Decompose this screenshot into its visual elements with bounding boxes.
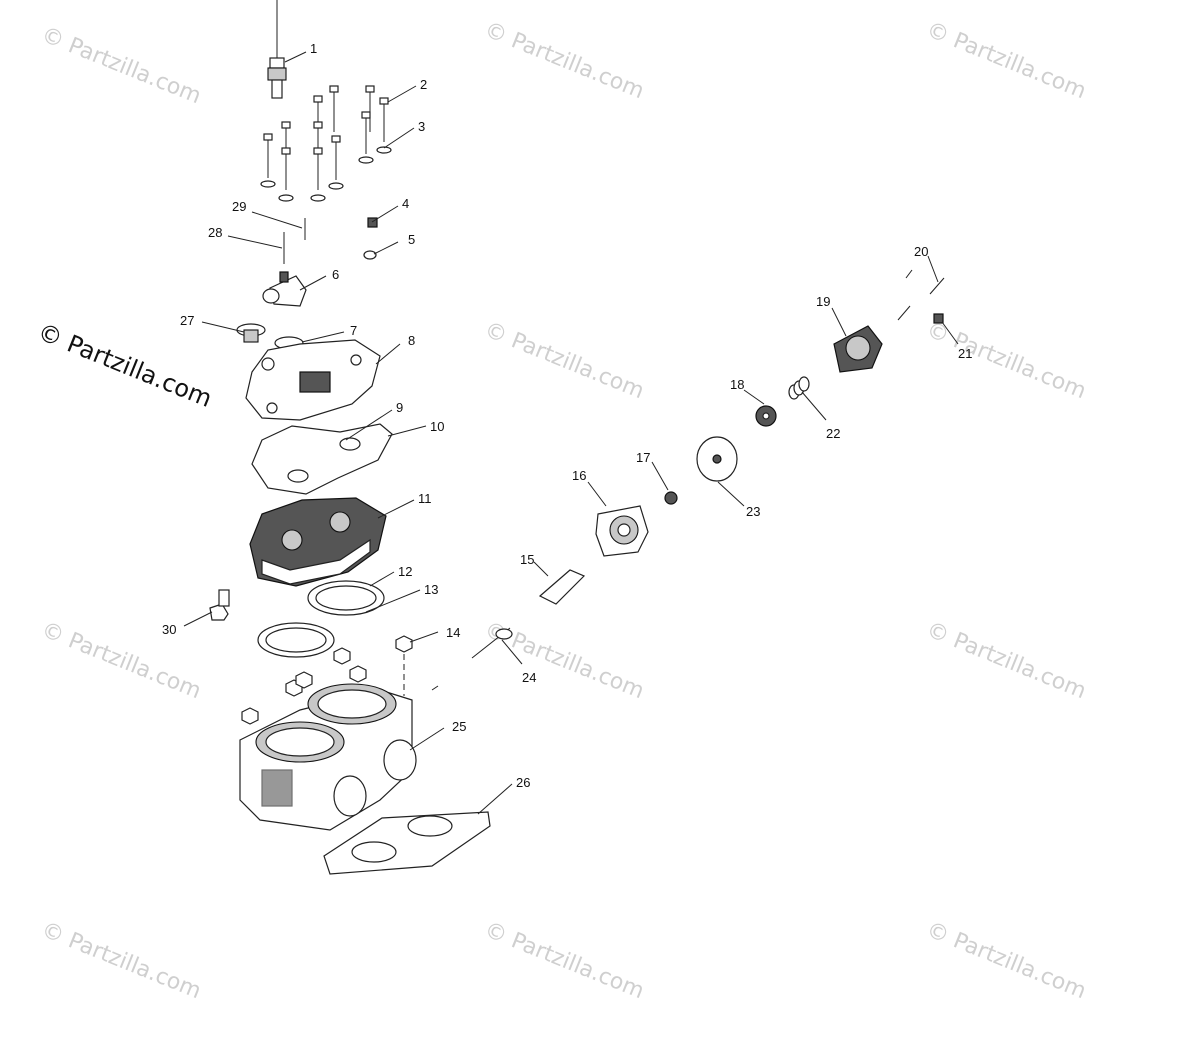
part-14-nuts [241,635,439,725]
callout-21: 21 [958,346,972,361]
watermark: © Partzilla.com [923,17,1090,104]
callout-5: 5 [408,232,415,247]
part-11-cylinder-head [249,497,387,587]
callout-30: 30 [162,622,176,637]
part-27-thermostat [236,323,266,343]
callout-16: 16 [572,468,586,483]
callout-6: 6 [332,267,339,282]
watermark-layer: © Partzilla.com © Partzilla.com © Partzi… [38,17,1090,1004]
callout-23: 23 [746,504,760,519]
callout-27: 27 [180,313,194,328]
brand-mark: © Partzilla.com [34,318,216,413]
part-15-gasket [538,569,586,605]
callout-9: 9 [396,400,403,415]
part-16-pump-body [595,505,649,557]
callout-17: 17 [636,450,650,465]
watermark: © Partzilla.com [923,617,1090,704]
watermark: © Partzilla.com [481,17,648,104]
parts-left-column [209,0,491,875]
part-12-head-gasket-inner [315,585,377,611]
part-9-10-gasket [251,423,393,495]
part-8-head-cover [245,339,381,421]
callout-18: 18 [730,377,744,392]
callout-14: 14 [446,625,460,640]
callout-15: 15 [520,552,534,567]
part-17-washer [664,491,678,505]
part-1-sensor [267,0,287,99]
parts-right-assembly [471,269,945,659]
part-5-nut [363,250,377,260]
part-2-bolts [263,85,389,190]
part-18-plate [755,405,777,427]
callout-24: 24 [522,670,536,685]
callout-29: 29 [232,199,246,214]
part-26-base-gasket [323,811,491,875]
callout-26: 26 [516,775,530,790]
watermark: © Partzilla.com [923,917,1090,1004]
callout-numbers: 1 2 3 4 5 6 7 8 9 10 11 12 13 14 15 16 1… [162,41,972,790]
callout-8: 8 [408,333,415,348]
callout-28: 28 [208,225,222,240]
callout-25: 25 [452,719,466,734]
callout-20: 20 [914,244,928,259]
callout-22: 22 [826,426,840,441]
part-4-fitting [367,217,378,228]
callout-3: 3 [418,119,425,134]
part-30-elbow [209,589,230,621]
callout-1: 1 [310,41,317,56]
callout-19: 19 [816,294,830,309]
part-3-washers [260,146,392,202]
callout-13: 13 [424,582,438,597]
watermark: © Partzilla.com [38,22,205,109]
watermark: © Partzilla.com [481,317,648,404]
part-19-cover [833,325,883,373]
part-24-link [471,627,513,659]
callout-4: 4 [402,196,409,211]
watermark: © Partzilla.com [38,617,205,704]
part-20-21-screws [897,269,945,324]
callout-12: 12 [398,564,412,579]
part-6-thermostat-housing [262,271,307,307]
callout-2: 2 [420,77,427,92]
part-23-diaphragm [696,436,738,482]
leader-lines [183,51,959,815]
watermark: © Partzilla.com [481,917,648,1004]
part-13-head-gasket-inner [265,627,327,653]
watermark: © Partzilla.com [38,917,205,1004]
callout-7: 7 [350,323,357,338]
part-22-spring [788,376,810,400]
callout-11: 11 [418,491,432,506]
part-25-cylinder-block [239,683,417,831]
callout-10: 10 [430,419,444,434]
